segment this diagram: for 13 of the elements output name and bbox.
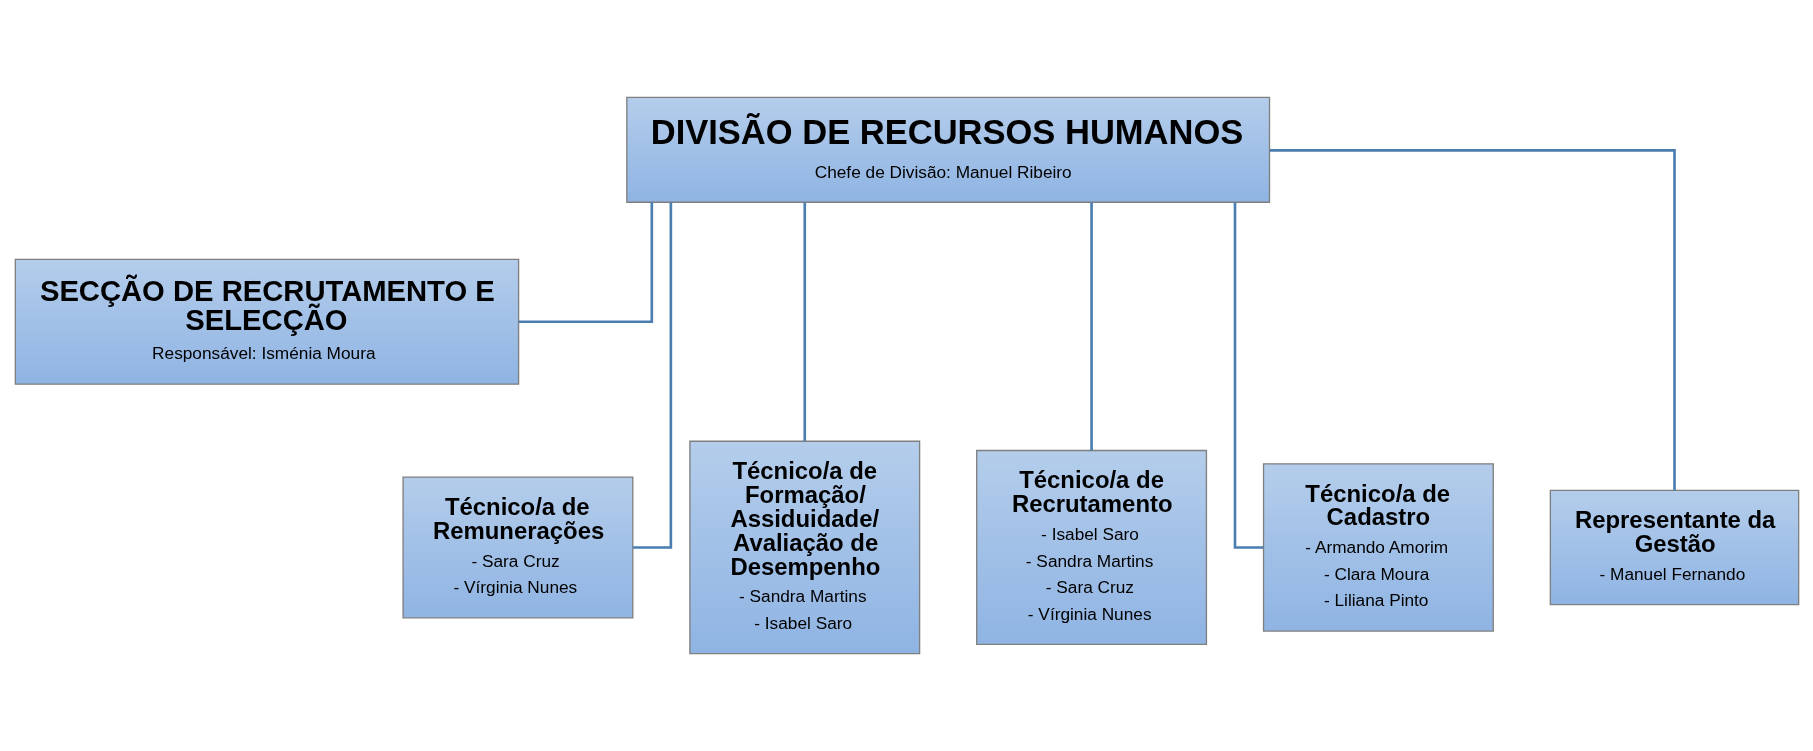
connector: [1269, 149, 1676, 491]
node-box: Técnico/a de Formação/ Assiduidade/ Avaliação de Desempenho - Sandra Martins - Isabel Saro: [688, 440, 920, 655]
connector: [1089, 202, 1093, 451]
node-box: SECÇÃO DE RECRUTAMENTO E SELECÇÃO Responsável: Isménia Moura: [14, 258, 519, 385]
node-box: Técnico/a de Recrutamento - Isabel Saro - Sandra Martins - Sara Cruz - Vírginia Nunes: [975, 449, 1207, 646]
node-box: Técnico/a de Remunerações - Sara Cruz - Vírginia Nunes: [401, 476, 633, 619]
connector: [1233, 202, 1263, 549]
connector: [518, 202, 653, 324]
connector: [802, 202, 806, 441]
node-box: Representante da Gestão - Manuel Fernando: [1549, 489, 1799, 606]
connector: [632, 202, 672, 549]
node-box: Técnico/a de Cadastro - Armando Amorim - Clara Moura - Liliana Pinto: [1262, 463, 1494, 632]
node-box: DIVISÃO DE RECURSOS HUMANOS Chefe de Divisão: Manuel Ribeiro: [625, 96, 1270, 203]
